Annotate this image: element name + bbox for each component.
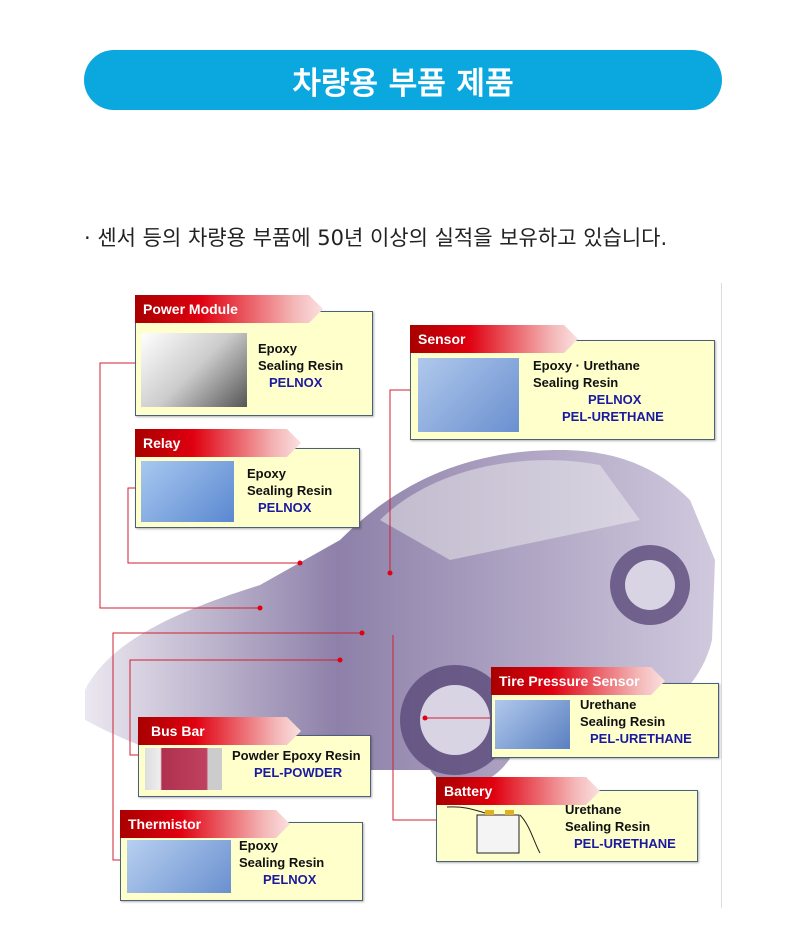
part-title: Battery [436, 777, 600, 805]
divider [721, 283, 722, 908]
part-title: Thermistor [120, 810, 290, 838]
page-title-banner: 차량용 부품 제품 [84, 50, 722, 110]
thermistor-image [127, 840, 231, 893]
sensor-image [418, 358, 519, 432]
power-module-image [141, 333, 247, 407]
part-title: Bus Bar [138, 717, 301, 745]
part-title: Power Module [135, 295, 323, 323]
description: · 센서 등의 차량용 부품에 50년 이상의 실적을 보유하고 있습니다. [84, 226, 668, 250]
relay-image [141, 461, 234, 522]
part-title: Relay [135, 429, 301, 457]
battery-icon [446, 806, 541, 854]
connector-lines [99, 362, 491, 861]
tire-sensor-image [495, 700, 570, 749]
page-title: 차량용 부품 제품 [292, 65, 514, 102]
part-title: Sensor [410, 325, 578, 353]
bus-bar-image [145, 748, 222, 790]
part-title: Tire Pressure Sensor [491, 667, 665, 695]
